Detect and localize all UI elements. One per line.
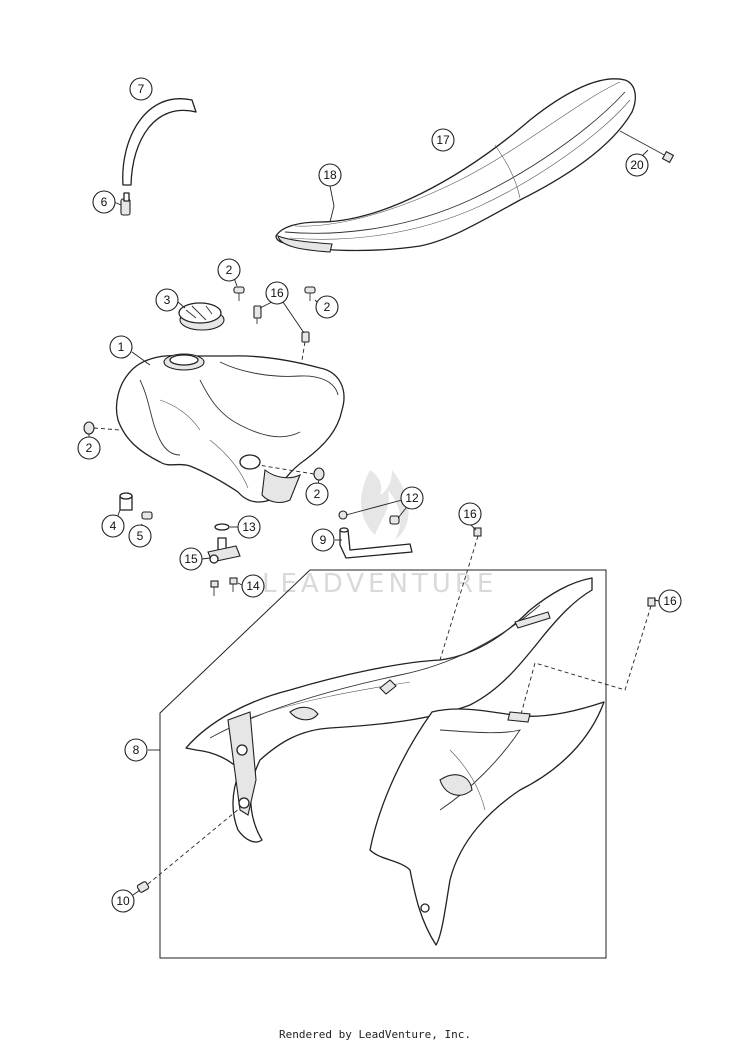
part-2-screw-tank-left xyxy=(83,421,121,438)
callout-2-tank-right: 2 xyxy=(305,482,329,506)
part-10-bolt xyxy=(132,807,241,896)
part-6-hose-valve xyxy=(113,192,131,216)
svg-text:15: 15 xyxy=(184,552,198,566)
part-3-fuel-cap xyxy=(177,301,225,331)
svg-text:14: 14 xyxy=(246,579,260,593)
svg-text:9: 9 xyxy=(320,533,327,547)
callout-2-top-right: 2 xyxy=(315,295,339,319)
svg-text:2: 2 xyxy=(324,300,331,314)
callout-2-tank-left: 2 xyxy=(77,436,101,460)
svg-text:8: 8 xyxy=(133,743,140,757)
part-4-spacer xyxy=(116,492,133,519)
svg-text:16: 16 xyxy=(663,594,677,608)
part-8-shroud-frame xyxy=(159,569,607,959)
svg-text:1: 1 xyxy=(118,340,125,354)
svg-text:6: 6 xyxy=(101,195,108,209)
svg-text:2: 2 xyxy=(314,487,321,501)
callout-16-shroud-right: 16 xyxy=(658,589,682,613)
callout-16-shroud-center: 16 xyxy=(458,502,482,526)
watermark-text: LEADVENTURE xyxy=(262,569,497,599)
callout-10: 10 xyxy=(111,889,135,913)
svg-text:13: 13 xyxy=(242,520,256,534)
svg-text:16: 16 xyxy=(270,286,284,300)
svg-text:5: 5 xyxy=(137,529,144,543)
part-16-bolt-tank xyxy=(253,301,310,373)
part-14-screws xyxy=(210,577,243,596)
footer-credit: Rendered by LeadVenture, Inc. xyxy=(278,1028,472,1041)
callout-5: 5 xyxy=(128,524,152,548)
callout-12: 12 xyxy=(400,486,424,510)
callout-9: 9 xyxy=(311,528,335,552)
callout-17: 17 xyxy=(431,128,455,152)
svg-text:17: 17 xyxy=(436,133,450,147)
svg-text:12: 12 xyxy=(405,491,419,505)
callout-15: 15 xyxy=(179,547,203,571)
part-20-seat-bolt xyxy=(619,130,675,164)
callout-18: 18 xyxy=(318,163,342,187)
svg-text:2: 2 xyxy=(86,441,93,455)
callout-4: 4 xyxy=(101,514,125,538)
callout-6: 6 xyxy=(92,190,116,214)
part-7-breather-hose xyxy=(122,98,197,186)
svg-text:18: 18 xyxy=(323,168,337,182)
callout-16-tank: 16 xyxy=(265,281,289,305)
part-8-right-shroud xyxy=(369,701,605,946)
callout-1: 1 xyxy=(109,335,133,359)
part-9-fuel-hose xyxy=(335,527,413,559)
part-2-screw-top-left xyxy=(233,277,245,301)
part-2-screw-tank-right xyxy=(257,464,325,485)
svg-text:16: 16 xyxy=(463,507,477,521)
part-17-seat xyxy=(275,78,636,253)
part-13-o-ring xyxy=(214,523,238,531)
part-15-fuel-tap xyxy=(201,537,241,564)
callout-3: 3 xyxy=(155,288,179,312)
svg-text:7: 7 xyxy=(138,82,145,96)
svg-text:10: 10 xyxy=(116,894,130,908)
callout-7: 7 xyxy=(129,77,153,101)
callout-2-top-left: 2 xyxy=(217,258,241,282)
svg-text:3: 3 xyxy=(164,293,171,307)
watermark: LEADVENTURE xyxy=(262,470,497,599)
svg-text:20: 20 xyxy=(630,158,644,172)
part-12-hose-clips xyxy=(338,499,407,525)
part-16-bolt-shroud-right xyxy=(519,597,660,719)
svg-text:2: 2 xyxy=(226,263,233,277)
callout-20: 20 xyxy=(625,153,649,177)
callout-13: 13 xyxy=(237,515,261,539)
callout-8: 8 xyxy=(124,738,148,762)
callout-14: 14 xyxy=(241,574,265,598)
part-8-left-shroud xyxy=(185,577,593,843)
svg-text:4: 4 xyxy=(110,519,117,533)
part-1-fuel-tank xyxy=(115,351,345,504)
